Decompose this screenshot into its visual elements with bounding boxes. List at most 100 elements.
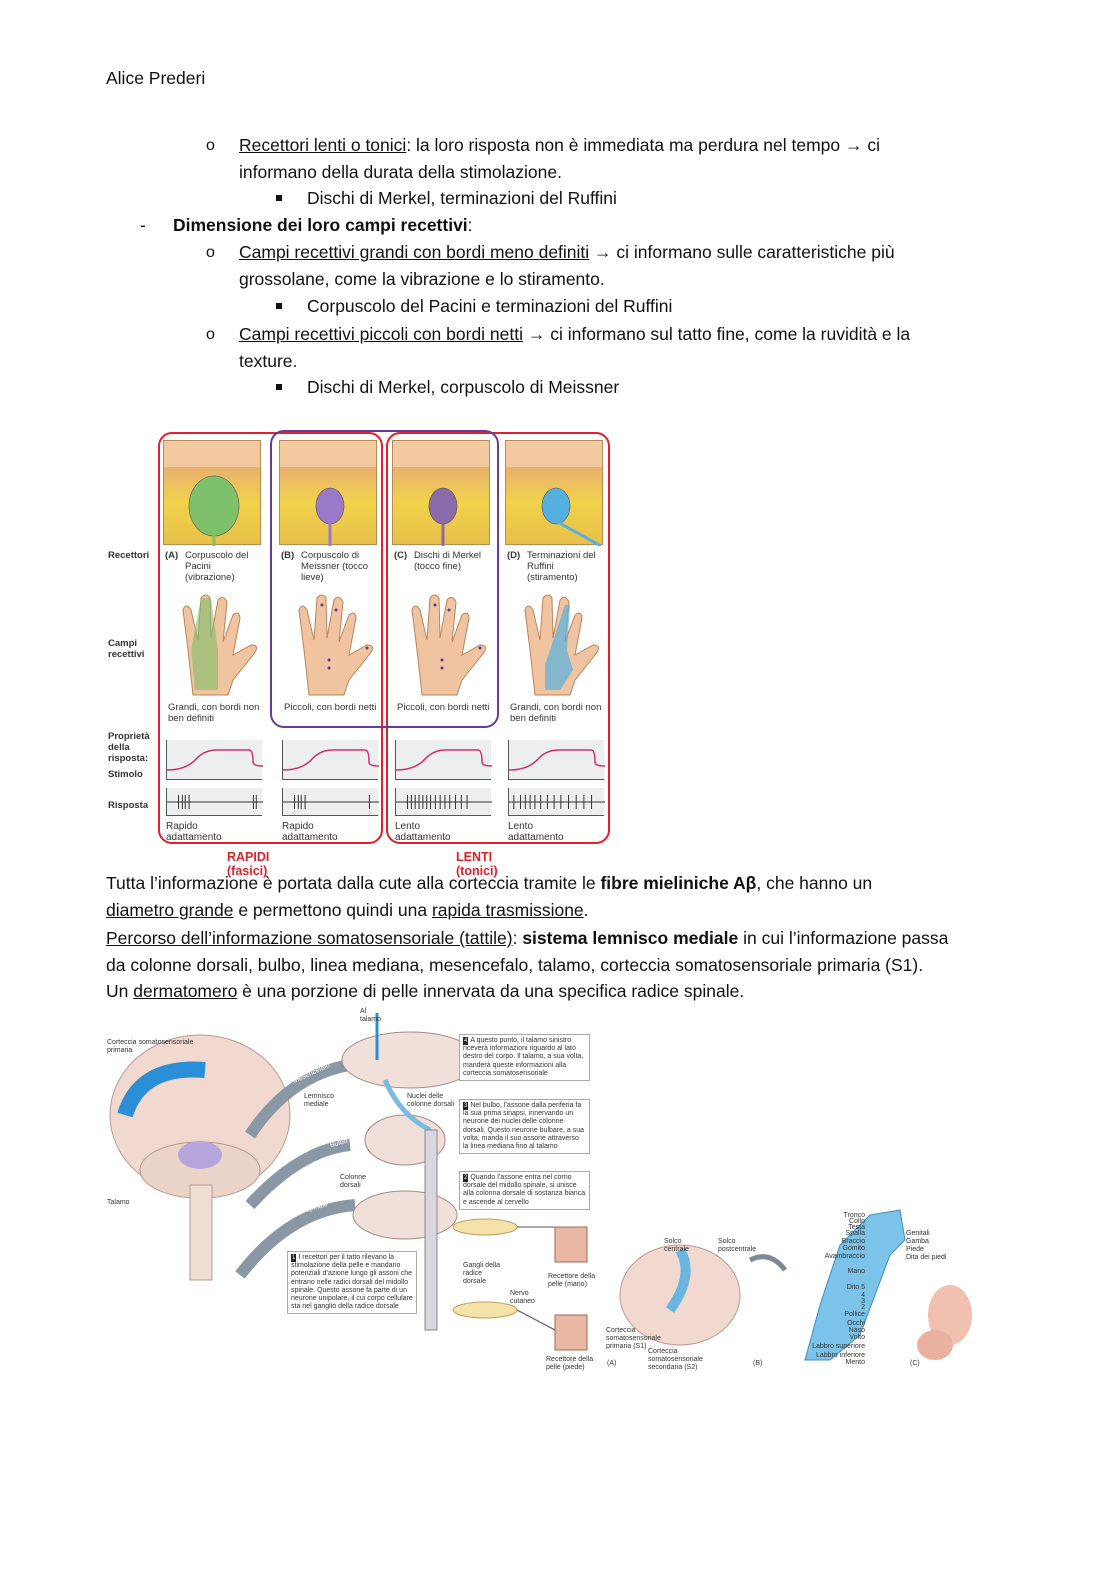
step-text: Nel bulbo, l’assone dalla periferia fa l… [463, 1102, 585, 1151]
panel-c: (C) [910, 1360, 920, 1367]
field-description: Grandi, con bordi non ben definiti [168, 702, 260, 724]
text: . [583, 900, 589, 920]
homunculus-label: Genitali [906, 1230, 930, 1237]
paragraph-line: Un dermatomero è una porzione di pelle i… [106, 981, 744, 1002]
paragraph-line: da colonne dorsali, bulbo, linea mediana… [106, 955, 924, 975]
sub-item: Dischi di Merkel, terminazioni del Ruffi… [307, 188, 617, 208]
homunculus-label: 3 [861, 1298, 865, 1305]
label-gangli: Gangli della radice dorsale [463, 1262, 500, 1285]
label-cortex: Corteccia somatosensoriale primaria [107, 1039, 194, 1054]
response-graph [166, 788, 263, 816]
label-al-talamo: Al talamo [360, 1008, 382, 1023]
category-slow: LENTI (tonici) [456, 850, 498, 878]
underlined-text: Percorso dell’informazione somatosensori… [106, 928, 513, 948]
label-s1: Corteccia somatosensoriale primaria (S1) [606, 1327, 661, 1350]
homunculus-label: Naso [848, 1327, 865, 1334]
item-text: → ci informano sul tatto fine, come la r… [523, 324, 911, 344]
bullet-square [276, 195, 282, 201]
small-field-group-box [270, 430, 499, 728]
list-item: Campi recettivi grandi con bordi meno de… [239, 242, 895, 263]
panel-a: (A) [607, 1360, 617, 1367]
hand-icon [524, 594, 599, 696]
step-number: 2 [463, 1174, 469, 1183]
adaptation-label: Rapido adattamento [282, 821, 338, 843]
receptor-illustration [279, 440, 377, 546]
label-rec-piede: Recettore della pelle (piede) [546, 1356, 594, 1371]
step-text: Quando l’assone entra nel corno dorsale … [463, 1174, 586, 1206]
step-text: I recettori per il tatto rilevano la sti… [291, 1254, 413, 1311]
response-graph [282, 788, 379, 816]
text: , che hanno un [756, 873, 873, 893]
bullet-circle: o [206, 326, 215, 343]
underlined-text: diametro grande [106, 900, 234, 920]
author-header: Alice Prederi [106, 68, 206, 88]
receptor-illustration [392, 440, 490, 546]
homunculus-label: Labbro inferiore [815, 1352, 865, 1359]
response-graph [508, 788, 605, 816]
row-label-proprieta: Proprietà della risposta: [108, 731, 150, 764]
homunculus-label: Labbro superiore [812, 1343, 865, 1350]
receptor-illustration [505, 440, 603, 548]
step-number: 1 [291, 1254, 297, 1263]
receptor-illustration [163, 440, 261, 546]
bullet-circle: o [206, 137, 215, 154]
colon: : [467, 215, 473, 235]
item-text-cont: informano della durata della stimolazion… [239, 162, 562, 182]
step-text: A questo punto, il talamo sinistro ricev… [463, 1037, 584, 1077]
homunculus-label: Testa [848, 1224, 865, 1231]
bullet-square [276, 303, 282, 309]
category-rapid: RAPIDI (fasici) [227, 850, 270, 878]
step-number: 4 [463, 1037, 469, 1046]
stimulus-graph [395, 740, 493, 780]
field-description: Piccoli, con bordi netti [397, 702, 490, 713]
text: : [512, 928, 523, 948]
label-solco-centrale: Solco centrale [664, 1238, 689, 1253]
column-letter: (D) [507, 550, 521, 561]
homunculus-label: Spalla [845, 1230, 865, 1237]
text: Un [106, 981, 134, 1001]
label-nuclei: Nuclei delle colonne dorsali [407, 1093, 455, 1108]
dash-title: Dimensione dei loro campi recettivi [173, 215, 468, 235]
homunculus-label: Dito 5 [846, 1284, 865, 1291]
homunculus-label: Tronco [843, 1212, 865, 1219]
stimulus-graph [508, 740, 606, 780]
row-label-recettori: Recettori [108, 550, 150, 561]
homunculus-label: Gomito [842, 1245, 865, 1252]
slow-group-box [386, 432, 610, 844]
receptor-name: Terminazioni del Ruffini (stiramento) [527, 550, 596, 583]
underlined-text: dermatomero [133, 981, 238, 1001]
paragraph-line: Tutta l’informazione è portata dalla cut… [106, 873, 872, 894]
paragraph-line: diametro grande e permettono quindi una … [106, 900, 589, 921]
sub-item: Corpuscolo del Pacini e terminazioni del… [307, 296, 673, 316]
label-talamo: Talamo [107, 1199, 130, 1206]
rapid-group-box [158, 432, 383, 844]
text: e permettono quindi una [233, 900, 432, 920]
bullet-circle: o [206, 244, 215, 261]
field-description: Grandi, con bordi non ben definiti [510, 702, 602, 724]
field-description: Piccoli, con bordi netti [284, 702, 377, 713]
bold-text: sistema lemnisco mediale [522, 928, 739, 948]
text: in cui l’informazione passa [738, 928, 949, 948]
bullet-square [276, 384, 282, 390]
homunculus-label: Mento [845, 1359, 865, 1366]
hand-icon [411, 594, 486, 696]
homunculus-label: 2 [861, 1304, 865, 1311]
dash-item: Dimensione dei loro campi recettivi: [173, 215, 473, 236]
bold-text: fibre mieliniche Aβ [600, 873, 757, 893]
homunculus-label: Mano [847, 1268, 865, 1275]
homunculus-label: Volto [849, 1334, 865, 1341]
item-text: → ci informano sulle caratteristiche più [589, 242, 895, 262]
row-label-campi: Campi recettivi [108, 638, 145, 660]
adaptation-label: Lento adattamento [395, 821, 451, 843]
column-letter: (A) [165, 550, 179, 561]
pathway-illustration [109, 1013, 972, 1361]
homunculus-label: Piede [906, 1246, 924, 1253]
list-item: Recettori lenti o tonici: la loro rispos… [239, 135, 880, 156]
homunculus-label: Occhi [847, 1320, 865, 1327]
hand-icon [182, 594, 257, 696]
sub-item: Dischi di Merkel, corpuscolo di Meissner [307, 377, 620, 397]
